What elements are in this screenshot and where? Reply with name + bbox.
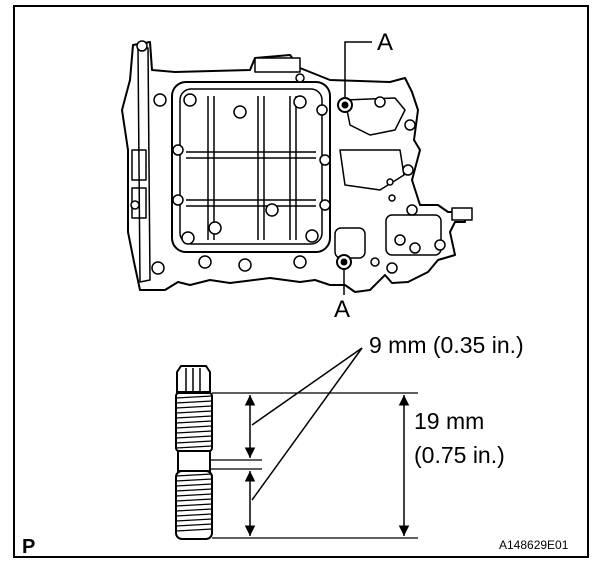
stud-threads: [175, 395, 213, 532]
stud-long-dimension-mm-label: 19 mm: [414, 408, 485, 434]
stud-long-dimension-in-label: (0.75 in.): [414, 442, 505, 468]
stud-short-dimension-label: 9 mm (0.35 in.): [369, 332, 524, 358]
figure-code: A148629E01: [499, 538, 569, 552]
dimension-extension-lines: [210, 392, 418, 539]
stud-bolt-drawing: [175, 365, 213, 540]
stud-bolt-a-lower-center: [340, 258, 348, 266]
corner-mark: P: [22, 536, 36, 558]
leader-a-upper: [344, 41, 372, 98]
leader-9mm: [251, 347, 363, 501]
figure-frame: [13, 5, 589, 558]
callout-a-lower: A: [334, 296, 351, 323]
callout-a-upper: A: [377, 29, 394, 56]
bolt-holes: [130, 40, 446, 275]
stud-bolt-a-upper-center: [341, 101, 349, 109]
